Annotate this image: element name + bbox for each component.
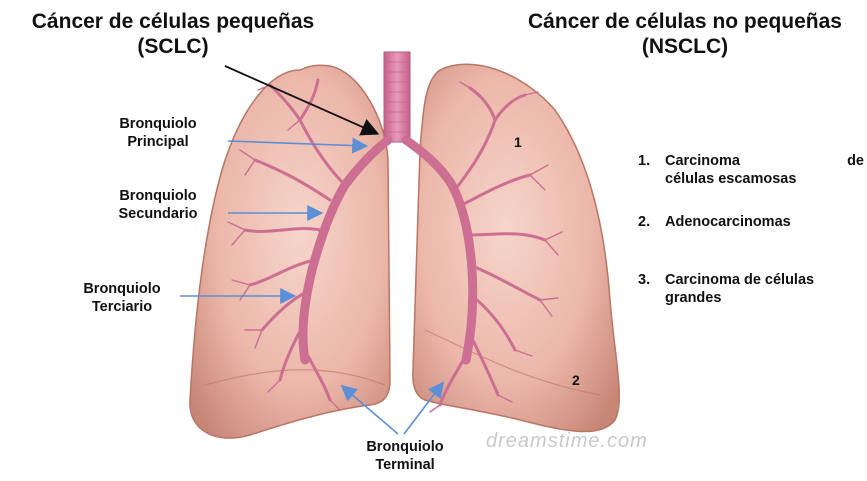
list-item-number: 3. — [638, 272, 651, 288]
list-item: 2. Adenocarcinomas — [638, 213, 864, 231]
marker-1: 1 — [514, 134, 522, 150]
title-sclc-line2: (SCLC) — [137, 35, 209, 58]
label-secundario-line2: Secundario — [118, 206, 198, 222]
list-item-text: Carcinoma de células — [665, 272, 815, 288]
nsclc-types-list: 1. Carcinoma de células escamosas 2. Aden… — [638, 152, 864, 307]
bronchial-tree — [227, 78, 563, 413]
left-lung — [189, 64, 391, 439]
title-nsclc-line1: Cáncer de células no pequeñas — [528, 10, 842, 33]
list-item-number: 2. — [638, 214, 651, 230]
arrow-principal — [227, 137, 369, 154]
right-lung — [412, 63, 621, 433]
label-terminal-line2: Terminal — [375, 457, 435, 473]
watermark: dreamstime.com — [486, 430, 648, 452]
list-item: 3. Carcinoma de células grandes — [638, 271, 864, 307]
arrow-terminal-left — [340, 384, 399, 435]
label-principal-line1: Bronquiolo — [119, 116, 197, 132]
list-item-text-line2: grandes — [665, 290, 722, 306]
title-nsclc-line2: (NSCLC) — [641, 35, 729, 58]
label-bronquiolo-principal: Bronquiolo Principal — [92, 115, 224, 151]
label-bronquiolo-terciario: Bronquiolo Terciario — [62, 280, 182, 316]
label-arrows — [180, 137, 444, 435]
title-sclc: Cáncer de células pequeñas (SCLC) — [8, 9, 338, 59]
label-principal-line2: Principal — [127, 134, 189, 150]
title-sclc-line1: Cáncer de células pequeñas — [31, 10, 315, 33]
label-terciario-line1: Bronquiolo — [83, 281, 161, 297]
list-item-text: Carcinoma — [665, 153, 740, 169]
title-nsclc: Cáncer de células no pequeñas (NSCLC) — [506, 9, 864, 59]
list-item-text: Adenocarcinomas — [665, 214, 791, 230]
arrow-terminal-right — [403, 381, 444, 435]
label-bronquiolo-secundario: Bronquiolo Secundario — [92, 187, 224, 223]
list-item-text-end: de — [847, 153, 864, 169]
label-terciario-line2: Terciario — [91, 299, 153, 315]
list-item-number: 1. — [638, 153, 651, 169]
trachea — [383, 51, 411, 143]
list-item-text-line2: células escamosas — [665, 171, 797, 187]
label-terminal-line1: Bronquiolo — [366, 439, 444, 455]
label-secundario-line1: Bronquiolo — [119, 188, 197, 204]
label-bronquiolo-terminal: Bronquiolo Terminal — [345, 438, 465, 474]
arrow-sclc — [224, 65, 380, 136]
marker-2: 2 — [572, 372, 580, 388]
list-item: 1. Carcinoma de células escamosas — [638, 152, 864, 188]
